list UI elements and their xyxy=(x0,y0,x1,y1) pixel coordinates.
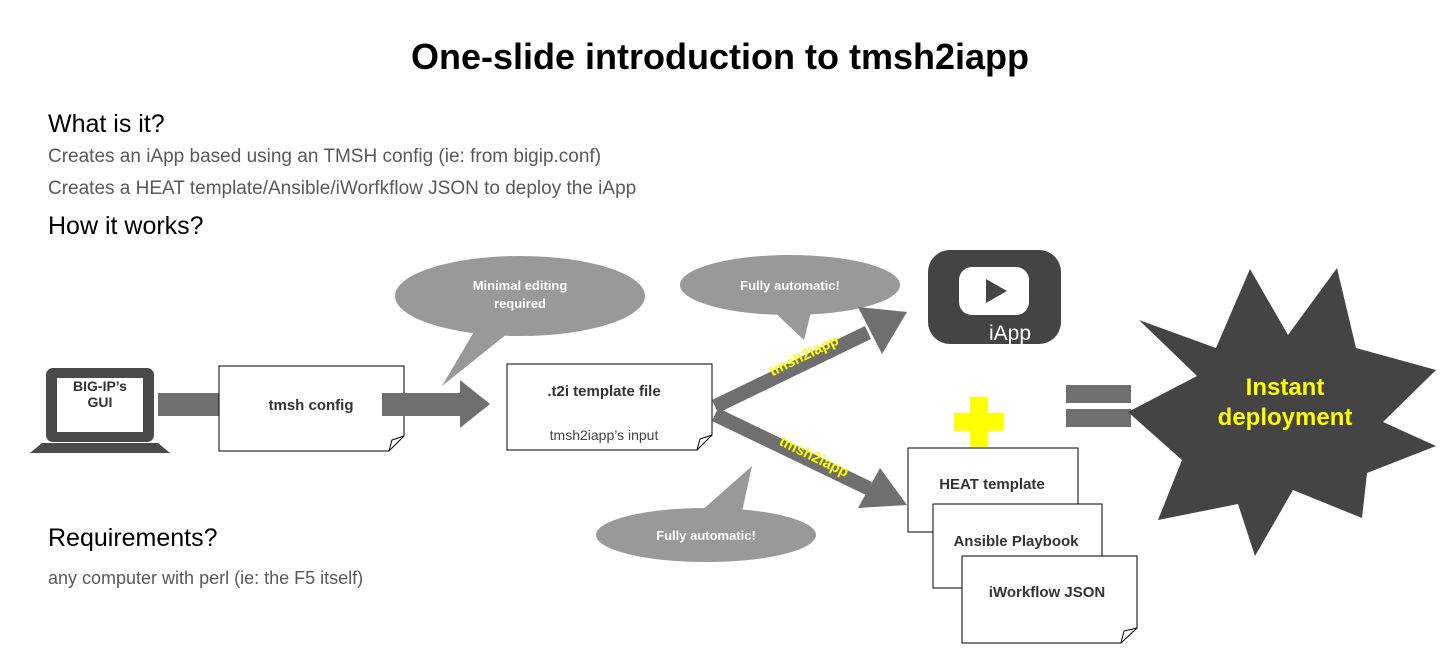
equals-icon xyxy=(1066,385,1131,427)
what-is-it-line-1: Creates an iApp based using an TMSH conf… xyxy=(48,146,602,167)
bubble-auto-bottom-label: Fully automatic! xyxy=(656,528,756,543)
bubble-fully-automatic-bottom xyxy=(596,466,816,562)
slide-title: One-slide introduction to tmsh2iapp xyxy=(410,36,1029,77)
requirements-line: any computer with perl (ie: the F5 itsel… xyxy=(48,568,364,588)
what-is-it-line-2: Creates a HEAT template/Ansible/iWorfkfl… xyxy=(48,178,637,199)
bubble-minimal-line-2: required xyxy=(494,296,546,311)
output-iworkflow-json xyxy=(961,555,1138,644)
tmsh-config-label: tmsh config xyxy=(269,397,354,414)
bubble-minimal-line-1: Minimal editing xyxy=(473,278,568,293)
result-line-2: deployment xyxy=(1217,404,1353,431)
output-heat-template-label: HEAT template xyxy=(939,476,1045,493)
result-line-1: Instant xyxy=(1245,374,1325,401)
bubble-minimal-editing xyxy=(395,256,645,386)
laptop-label-line-2: GUI xyxy=(88,394,113,410)
bubble-fully-automatic-top xyxy=(680,255,900,340)
tmsh-config-document xyxy=(218,365,405,452)
requirements-heading: Requirements? xyxy=(48,524,218,552)
arrow-config-to-t2i xyxy=(382,380,490,428)
plus-icon xyxy=(954,397,1004,447)
t2i-template-title: .t2i template file xyxy=(547,383,660,400)
arrow-to-iapp xyxy=(712,307,907,413)
laptop-label-line-1: BIG-IP’s xyxy=(73,378,127,394)
iapp-icon-label: iApp xyxy=(989,322,1031,345)
t2i-template-subtitle: tmsh2iapp’s input xyxy=(550,427,659,443)
iapp-icon xyxy=(928,250,1061,344)
tmsh-config-document-fold xyxy=(388,435,405,452)
output-iworkflow-json-label: iWorkflow JSON xyxy=(989,584,1105,601)
explosion-shape xyxy=(1128,268,1436,556)
what-is-it-heading: What is it? xyxy=(48,110,165,138)
laptop-icon xyxy=(30,368,170,453)
output-ansible-playbook-label: Ansible Playbook xyxy=(953,533,1079,550)
arrow-to-outputs xyxy=(712,408,907,508)
t2i-template-document-fold xyxy=(696,434,713,451)
t2i-template-document xyxy=(506,363,713,451)
how-it-works-heading: How it works? xyxy=(48,212,204,240)
bubble-auto-top-label: Fully automatic! xyxy=(740,278,840,293)
